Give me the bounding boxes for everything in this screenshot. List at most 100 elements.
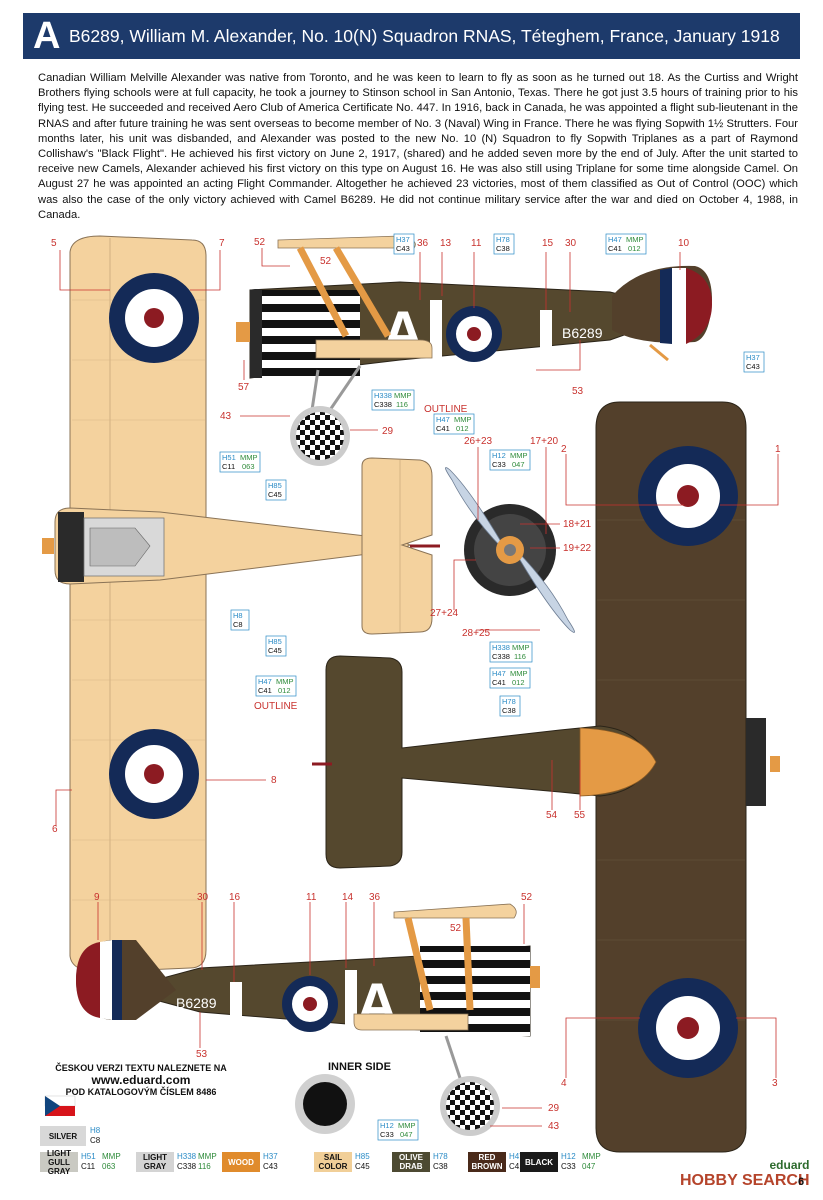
callout-52c: 52 [521,892,533,903]
brand-mark: eduard HOBBY SEARCH [680,1158,810,1190]
svg-text:C33: C33 [492,460,506,469]
svg-text:H8: H8 [233,611,243,620]
callout-17-20: 17+20 [530,436,559,447]
svg-text:H338: H338 [374,391,392,400]
callout-2: 2 [561,444,567,455]
propeller-front-view [445,467,575,633]
svg-text:C8: C8 [233,620,243,629]
svg-text:047: 047 [512,460,525,469]
callout-43: 43 [220,411,232,422]
svg-text:H338: H338 [492,643,510,652]
upper-wing-plan [69,235,207,973]
website-link[interactable]: www.eduard.com [91,1073,191,1087]
svg-text:C45: C45 [268,490,282,499]
callout-52d: 52 [450,923,462,934]
svg-text:MMP: MMP [512,643,530,652]
svg-text:C43: C43 [396,244,410,253]
callout-9: 9 [94,892,100,903]
callout-16: 16 [229,892,241,903]
callout-10: 10 [678,238,690,249]
svg-text:MMP: MMP [626,235,644,244]
header-banner: A B6289, William M. Alexander, No. 10(N)… [23,13,800,59]
side-profile-top: B6289 A [236,235,712,466]
serial-top: B6289 [562,325,603,341]
svg-text:C338: C338 [374,400,392,409]
fuselage-plan [42,457,440,635]
svg-text:H85: H85 [268,637,282,646]
svg-text:MMP: MMP [510,669,528,678]
callout-4: 4 [561,1078,567,1089]
description-text: Canadian William Melville Alexander was … [38,72,798,221]
svg-text:C38: C38 [502,706,516,715]
svg-text:MMP: MMP [454,415,472,424]
callout-numbers: 5 7 52 36 13 11 15 30 10 52 57 53 43 29 … [51,237,781,1132]
svg-text:C43: C43 [746,362,760,371]
callout-52b: 52 [320,256,332,267]
legend-swatch: SILVER [40,1126,86,1146]
callout-5: 5 [51,238,57,249]
czech-note: ČESKOU VERZI TEXTU NALEZNETE NA www.edua… [36,1063,246,1097]
legend-swatch: LIGHT GULL GRAY [40,1149,78,1176]
callout-11b: 11 [306,892,317,903]
svg-text:MMP: MMP [394,391,412,400]
svg-text:012: 012 [512,678,525,687]
svg-text:012: 012 [456,424,469,433]
svg-text:C11: C11 [222,462,235,471]
callout-30b: 30 [197,892,209,903]
svg-text:MMP: MMP [276,677,294,686]
svg-text:C41: C41 [608,244,622,253]
callout-leaders [55,248,779,1127]
svg-text:063: 063 [242,462,255,471]
eduard-logo: eduard [769,1158,810,1172]
callout-53b: 53 [196,1049,208,1060]
outline-label-top: OUTLINE [424,404,468,415]
callout-14: 14 [342,892,354,903]
svg-text:H12: H12 [380,1121,394,1130]
svg-text:H47: H47 [436,415,450,424]
svg-text:C38: C38 [496,244,510,253]
callout-1: 1 [775,444,781,455]
svg-text:C45: C45 [268,646,282,655]
svg-text:H85: H85 [268,481,282,490]
legend-swatch: LIGHT GRAY [136,1152,174,1172]
svg-text:047: 047 [400,1130,413,1139]
side-profile-bottom: B6289 A [76,903,540,1136]
callout-52: 52 [254,237,266,248]
scheme-letter: A [33,15,61,57]
svg-text:116: 116 [396,400,408,409]
callout-7: 7 [219,238,225,249]
czech-note-line3: POD KATALOGOVÝM ČÍSLEM 8486 [65,1087,217,1097]
serial-bottom: B6289 [176,995,217,1011]
czech-note-line1: ČESKOU VERZI TEXTU NALEZNETE NA [55,1063,227,1073]
legend-swatch: RED BROWN [468,1152,506,1172]
svg-text:012: 012 [628,244,641,253]
callout-30: 30 [565,238,577,249]
svg-text:C33: C33 [380,1130,394,1139]
svg-text:H37: H37 [746,353,760,362]
svg-text:H51: H51 [222,453,236,462]
svg-text:H78: H78 [496,235,510,244]
svg-text:H47: H47 [608,235,622,244]
svg-text:MMP: MMP [398,1121,416,1130]
callout-36: 36 [417,238,429,249]
svg-text:H47: H47 [492,669,506,678]
callout-53: 53 [572,386,584,397]
svg-text:116: 116 [514,652,526,661]
svg-text:H12: H12 [492,451,506,460]
svg-text:H78: H78 [502,697,516,706]
callout-11: 11 [471,238,482,249]
legend-swatch: BLACK [520,1152,558,1172]
svg-text:H37: H37 [396,235,410,244]
